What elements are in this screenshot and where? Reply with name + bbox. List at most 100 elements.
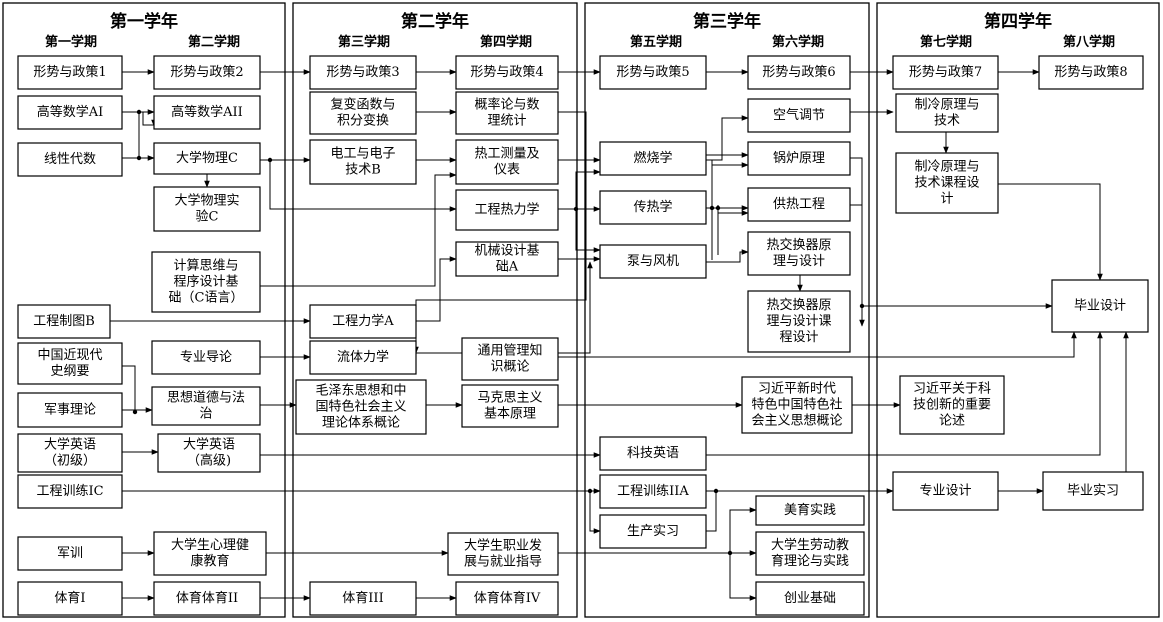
course-gs-a2: 高等数学AII <box>153 95 261 130</box>
course-label: 形势与政策5 <box>616 64 689 80</box>
course-xs7: 形势与政策7 <box>892 55 999 90</box>
course-label: 马克思主义 <box>477 391 542 406</box>
course-xs4: 形势与政策4 <box>455 55 559 90</box>
course-box <box>17 433 123 473</box>
course-label: 理论体系概论 <box>322 416 400 431</box>
course-ltlx: 流体力学 <box>309 340 417 375</box>
semester-title-1: 第一学期 <box>45 34 97 50</box>
course-label: 技创新的重要 <box>913 397 991 413</box>
course-crx: 传热学 <box>599 190 707 225</box>
course-label: 思想道德与法 <box>167 390 245 406</box>
course-kqtj: 空气调节 <box>747 98 851 133</box>
course-box <box>741 376 853 434</box>
course-ty1: 体育I <box>17 581 123 616</box>
course-box <box>599 474 707 509</box>
course-label: 础（C语言） <box>169 291 244 306</box>
semester-title-3: 第三学期 <box>338 34 390 50</box>
course-dxyy-gj: 大学英语（高级) <box>157 433 261 473</box>
course-label: 毕业实习 <box>1067 484 1119 499</box>
year-panel-3 <box>584 2 870 618</box>
course-label: 军事理论 <box>44 403 96 418</box>
course-bysj: 毕业设计 <box>1051 279 1149 333</box>
course-box <box>309 91 417 135</box>
course-box <box>153 581 261 616</box>
course-tyty2: 体育体育II <box>153 581 261 616</box>
course-box <box>17 392 123 428</box>
course-box <box>1051 279 1149 333</box>
course-label: 热交换器原 <box>766 237 831 253</box>
course-dxyy-cj: 大学英语（初级） <box>17 433 123 473</box>
course-box <box>153 531 267 576</box>
course-label: 高等数学AII <box>171 104 243 120</box>
course-box <box>755 531 865 576</box>
course-label: 体育体育II <box>176 590 238 606</box>
course-gcxl-ic: 工程训练IC <box>17 474 123 509</box>
course-label: 理与设计课 <box>766 314 831 329</box>
connectors <box>110 69 1129 601</box>
course-box <box>17 474 123 509</box>
course-box <box>17 581 123 616</box>
semester-title-8: 第八学期 <box>1063 34 1115 50</box>
course-box <box>895 93 999 133</box>
course-box <box>599 514 707 549</box>
course-gcxl-iia: 工程训练IIA <box>599 474 707 509</box>
course-label: 大学英语 <box>44 437 96 453</box>
course-label: 形势与政策6 <box>762 64 835 80</box>
course-box <box>755 581 865 616</box>
course-dxwl: 大学物理C <box>153 142 261 175</box>
course-box <box>295 379 427 435</box>
course-label: 国特色社会主义 <box>315 399 406 415</box>
course-label: 泵与风机 <box>627 254 679 269</box>
course-box <box>151 386 261 426</box>
course-box <box>747 187 851 222</box>
course-box <box>747 231 851 276</box>
course-label: 形势与政策3 <box>326 64 399 80</box>
course-label: 习近平新时代 <box>758 381 836 397</box>
course-box <box>455 55 559 90</box>
course-box <box>599 190 707 225</box>
course-label: 高等数学AI <box>37 104 104 120</box>
course-box <box>599 436 707 471</box>
course-box <box>309 581 417 616</box>
year-panel-2 <box>292 2 578 618</box>
course-label: 技术B <box>345 163 381 178</box>
course-tyty4: 体育体育IV <box>455 581 559 616</box>
semester-title-2: 第二学期 <box>188 34 240 50</box>
course-box <box>17 55 123 90</box>
course-bysx: 毕业实习 <box>1042 471 1144 511</box>
year-panel-4 <box>876 2 1160 618</box>
course-label: 大学生心理健 <box>171 537 249 553</box>
course-box <box>1042 471 1144 511</box>
course-zydl: 专业导论 <box>151 340 261 375</box>
course-label: 验C <box>196 209 219 225</box>
course-label: 体育I <box>54 590 85 606</box>
course-label: 展与就业指导 <box>464 555 542 570</box>
course-label: 论述 <box>939 414 965 429</box>
course-label: 创业基础 <box>784 591 836 606</box>
course-cyjc: 创业基础 <box>755 581 865 616</box>
course-box <box>892 55 999 90</box>
course-label: 仪表 <box>494 163 520 178</box>
course-label: 线性代数 <box>44 152 96 167</box>
course-xs1: 形势与政策1 <box>17 55 123 90</box>
course-box <box>455 581 559 616</box>
course-box <box>447 532 559 576</box>
course-label: 史纲要 <box>50 364 89 379</box>
semester-title-5: 第五学期 <box>630 34 682 50</box>
course-jsll: 军事理论 <box>17 392 123 428</box>
course-label: 毛泽东思想和中 <box>315 383 406 399</box>
course-label: 供热工程 <box>773 197 825 212</box>
course-label: 程序设计基 <box>173 275 238 290</box>
course-label: 美育实践 <box>784 502 836 518</box>
course-box <box>17 342 123 385</box>
course-xxds: 线性代数 <box>17 142 123 177</box>
course-scsx: 生产实习 <box>599 514 707 549</box>
